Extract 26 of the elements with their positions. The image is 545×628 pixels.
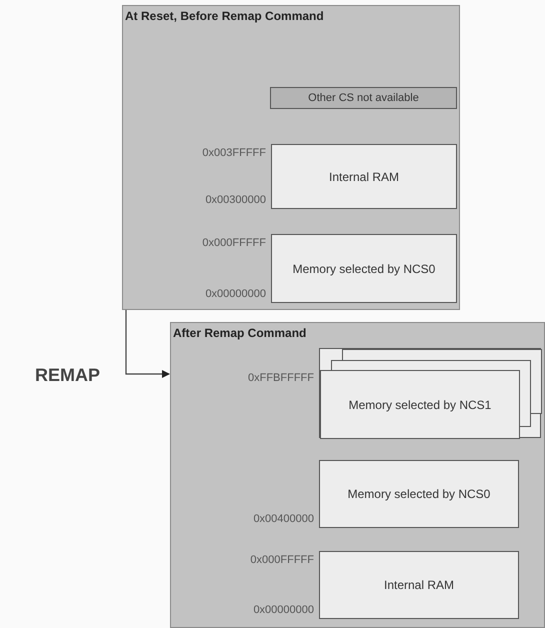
unavailable-region-box xyxy=(270,87,457,109)
memory-region-box xyxy=(319,551,519,619)
region-label: Memory selected by NCS0 xyxy=(348,486,490,503)
region-label: Other CS not available xyxy=(308,90,419,106)
memory-map-panel xyxy=(170,322,545,628)
address-label: 0x00400000 xyxy=(253,512,314,526)
address-label: 0x000FFFFF xyxy=(202,236,266,250)
region-label: Internal RAM xyxy=(328,168,400,186)
region-label: Memory selected by NCS1 xyxy=(348,396,492,414)
region-label: Internal RAM xyxy=(384,577,454,594)
address-label: 0x00000000 xyxy=(205,287,266,301)
memory-map-panel xyxy=(122,5,460,310)
address-label: 0x00000000 xyxy=(253,603,314,617)
panel-title: At Reset, Before Remap Command xyxy=(125,8,324,25)
memory-region-box xyxy=(271,144,457,209)
region-label: Memory selected by NCS0 xyxy=(292,260,436,278)
address-label: 0x00300000 xyxy=(205,193,266,207)
address-label: 0xFFBFFFFF xyxy=(248,371,314,385)
stacked-memory-boxes xyxy=(319,348,541,438)
edge-label: REMAP xyxy=(34,364,100,387)
panel-title: After Remap Command xyxy=(173,325,306,342)
arrow xyxy=(125,310,170,378)
memory-region-box xyxy=(271,234,457,303)
address-label: 0x000FFFFF xyxy=(250,553,314,567)
memory-region-box xyxy=(319,460,519,528)
address-label: 0x003FFFFF xyxy=(202,146,266,160)
